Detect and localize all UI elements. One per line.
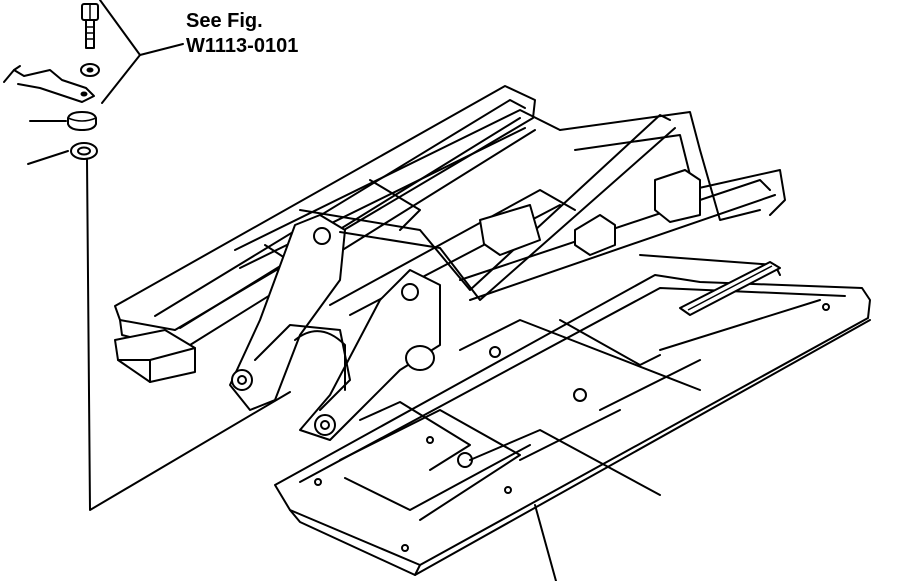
leader-line — [86, 159, 291, 511]
ring-washer-part — [27, 142, 98, 165]
revolving-frame — [114, 85, 871, 576]
figure-reference-number: W1113-0101 — [186, 35, 298, 57]
bracket-plate-part — [3, 65, 95, 103]
bolt-part — [81, 3, 99, 49]
cover-cap-part — [29, 111, 97, 131]
washer-part — [80, 63, 100, 77]
see-fig-label: See Fig. — [186, 10, 263, 32]
callout-bracket — [99, 0, 184, 104]
frame-leader-line — [534, 504, 557, 581]
